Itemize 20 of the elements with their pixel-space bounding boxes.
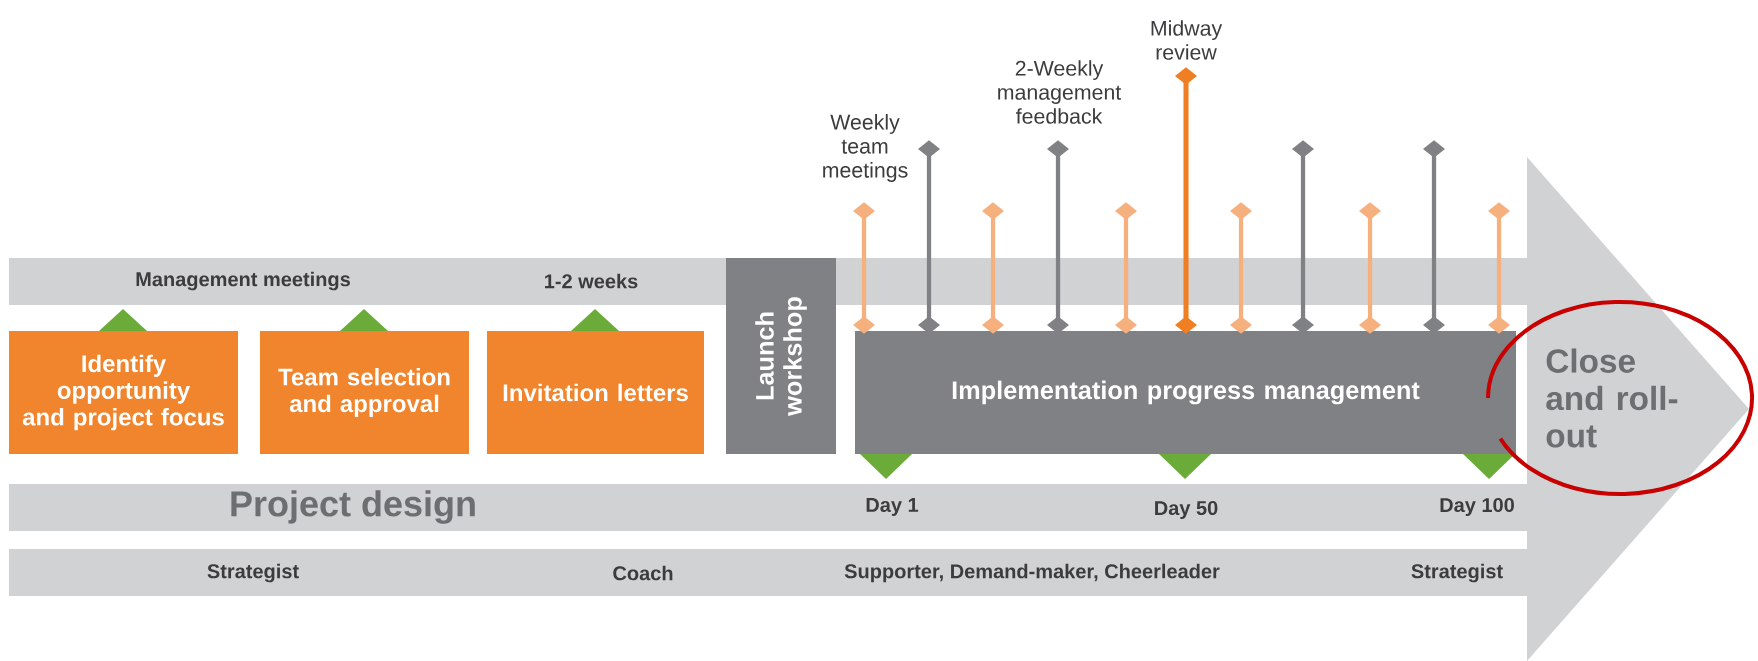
process-box: Invitation letters (487, 331, 704, 454)
node-label: Coach (613, 565, 673, 581)
node-label: 1-2 weeks (545, 273, 638, 289)
milestone-label: Weekly team meetings (823, 114, 908, 182)
band: Project design Day 1 Day 50 Day 100 (9, 484, 1527, 531)
node-label: Day 1 (866, 498, 919, 516)
process-box: Identify opportunity and project focus (9, 331, 238, 454)
process-box: Implementation progress management (855, 331, 1516, 454)
node-label: Management meetings (136, 271, 350, 291)
milestone-label: Midway review (1151, 20, 1223, 60)
node-label: Supporter, Demand-maker, Cheerleader (844, 563, 1220, 583)
band: Strategist Coach Supporter, Demand-maker, Cheerleader Strategist (9, 549, 1527, 596)
node-label: Project design (231, 490, 475, 524)
process-box: Launch workshop (726, 258, 836, 454)
node-label: Strategist (207, 563, 299, 583)
node-label: Day 100 (1440, 497, 1514, 517)
node-label: Strategist (1411, 563, 1503, 583)
milestone-label: 2-Weekly management feedback (998, 60, 1122, 124)
node-label: Day 50 (1155, 500, 1218, 520)
process-box: Team selection and approval (260, 331, 469, 454)
